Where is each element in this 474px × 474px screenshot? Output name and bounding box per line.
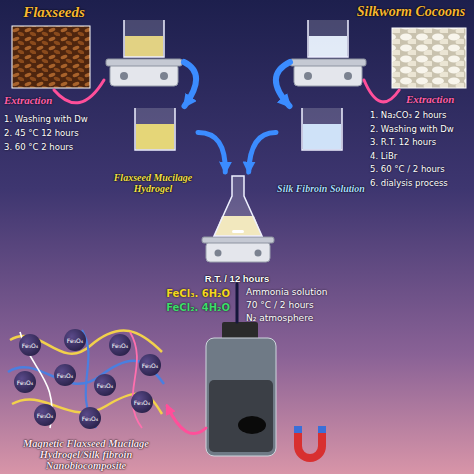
nanoparticle-label: Fe₃O₄ bbox=[131, 391, 153, 413]
magnetic-stirrer bbox=[344, 72, 352, 80]
cocoon-photo bbox=[392, 28, 466, 88]
flow-arrow bbox=[167, 406, 206, 434]
node-heading: R.T. / 12 hours bbox=[198, 273, 276, 284]
beaker bbox=[302, 108, 342, 150]
node-heading: Silk Fibroin Solution bbox=[276, 183, 366, 194]
nanoparticle-label: Fe₃O₄ bbox=[64, 329, 86, 351]
product-beaker: Silk Fibroin Solution bbox=[276, 106, 366, 194]
erlenmeyer-flask bbox=[232, 230, 244, 233]
magnetic-stirrer bbox=[106, 59, 182, 66]
flow-arrow bbox=[276, 62, 399, 106]
reagent-label: FeCl₃. 6H₂O bbox=[130, 288, 230, 299]
condition-label: 70 °C / 2 hours bbox=[246, 300, 366, 310]
process-step: 6. dialysis process bbox=[370, 178, 472, 188]
condition-label: Ammonia solution bbox=[246, 287, 366, 297]
flow-arrow bbox=[236, 284, 239, 322]
magnetic-stirrer bbox=[294, 64, 362, 86]
flow-arrow bbox=[54, 62, 196, 106]
magnetic-stirrer bbox=[206, 242, 270, 262]
bottle-photo bbox=[206, 338, 276, 456]
process-step: 4. LiBr bbox=[370, 151, 472, 161]
erlenmeyer-flask bbox=[214, 176, 262, 236]
erlenmeyer-flask bbox=[214, 176, 262, 236]
condition-label: N₂ atmosphere bbox=[246, 313, 366, 323]
magnetic-stirrer bbox=[120, 72, 128, 80]
flow-arrow bbox=[54, 80, 104, 103]
nanoparticle-label: Fe₃O₄ bbox=[34, 404, 56, 426]
nanoparticle-label: Fe₃O₄ bbox=[94, 374, 116, 396]
nanoparticle-label: Fe₃O₄ bbox=[109, 334, 131, 356]
flow-arrow bbox=[198, 132, 225, 172]
polymer-network bbox=[130, 332, 142, 428]
nanoparticle-label: Fe₃O₄ bbox=[139, 354, 161, 376]
flaxseed-photo bbox=[12, 26, 90, 88]
flow-arrow bbox=[249, 132, 276, 172]
magnetic-stirrer bbox=[215, 250, 222, 257]
magnet-symbol bbox=[318, 426, 326, 433]
magnet-symbol bbox=[294, 426, 302, 433]
node-heading: Flaxseed Mucilage Hydrogel bbox=[108, 172, 198, 194]
magnet-symbol bbox=[298, 432, 322, 458]
flow-arrow bbox=[198, 132, 225, 172]
beaker bbox=[124, 20, 164, 57]
flow-arrow bbox=[184, 62, 196, 106]
beaker bbox=[302, 108, 342, 150]
product-beaker: Flaxseed Mucilage Hydrogel bbox=[108, 106, 198, 194]
nanoparticle-label: Fe₃O₄ bbox=[19, 334, 41, 356]
flow-arrow bbox=[364, 80, 399, 102]
magnetic-stirrer bbox=[304, 72, 312, 80]
magnetic-stirrer bbox=[106, 59, 182, 86]
process-step: 2. Washing with Dw bbox=[370, 124, 472, 134]
beaker bbox=[135, 108, 175, 150]
process-step: 5. 60 °C / 2 hours bbox=[370, 164, 472, 174]
process-step: 3. R.T. 12 hours bbox=[370, 137, 472, 147]
beaker bbox=[308, 20, 348, 57]
nanoparticle-label: Fe₃O₄ bbox=[79, 407, 101, 429]
arrow-label: Extraction bbox=[4, 94, 52, 106]
arrow-label: Extraction bbox=[406, 93, 454, 105]
bottle-photo bbox=[206, 322, 276, 456]
magnetic-stirrer bbox=[110, 64, 178, 86]
flaxseed-photo bbox=[12, 26, 90, 88]
bottle-photo bbox=[222, 322, 258, 340]
source-photo: Silkworm Cocoons bbox=[352, 4, 470, 90]
process-step: 1. Na₂CO₃ 2 hours bbox=[370, 110, 472, 120]
magnetic-stirrer bbox=[202, 237, 274, 262]
magnetic-stirrer bbox=[290, 59, 366, 86]
process-step: 2. 45 °C 12 hours bbox=[4, 128, 106, 138]
node-heading: Magnetic Flaxseed Mucilage Hydrogel/Silk… bbox=[5, 438, 167, 471]
reagent-label: FeCl₂. 4H₂O bbox=[130, 302, 230, 313]
cocoon-photo bbox=[392, 28, 466, 88]
flow-arrow bbox=[276, 62, 290, 106]
bottle-photo bbox=[209, 380, 273, 452]
magnetic-stirrer bbox=[255, 250, 262, 257]
magnetic-stirrer bbox=[202, 237, 274, 243]
nanoparticle-label: Fe₃O₄ bbox=[14, 371, 36, 393]
polymer-network bbox=[8, 330, 164, 428]
process-step: 3. 60 °C 2 hours bbox=[4, 142, 106, 152]
magnet-symbol bbox=[294, 426, 326, 458]
nanoparticle-label: Fe₃O₄ bbox=[54, 364, 76, 386]
process-step: 1. Washing with Dw bbox=[4, 114, 106, 124]
source-photo: Flaxseeds bbox=[8, 4, 100, 90]
node-heading: Flaxseeds bbox=[8, 4, 100, 21]
magnetic-stirrer bbox=[160, 72, 168, 80]
bottle-photo bbox=[238, 416, 266, 434]
beaker bbox=[124, 20, 164, 57]
flow-arrow bbox=[249, 132, 276, 172]
magnetic-stirrer bbox=[290, 59, 366, 66]
beaker bbox=[135, 108, 175, 150]
mixing-flask: R.T. / 12 hours bbox=[198, 172, 276, 284]
node-heading: Silkworm Cocoons bbox=[352, 4, 470, 20]
beaker bbox=[308, 20, 348, 57]
